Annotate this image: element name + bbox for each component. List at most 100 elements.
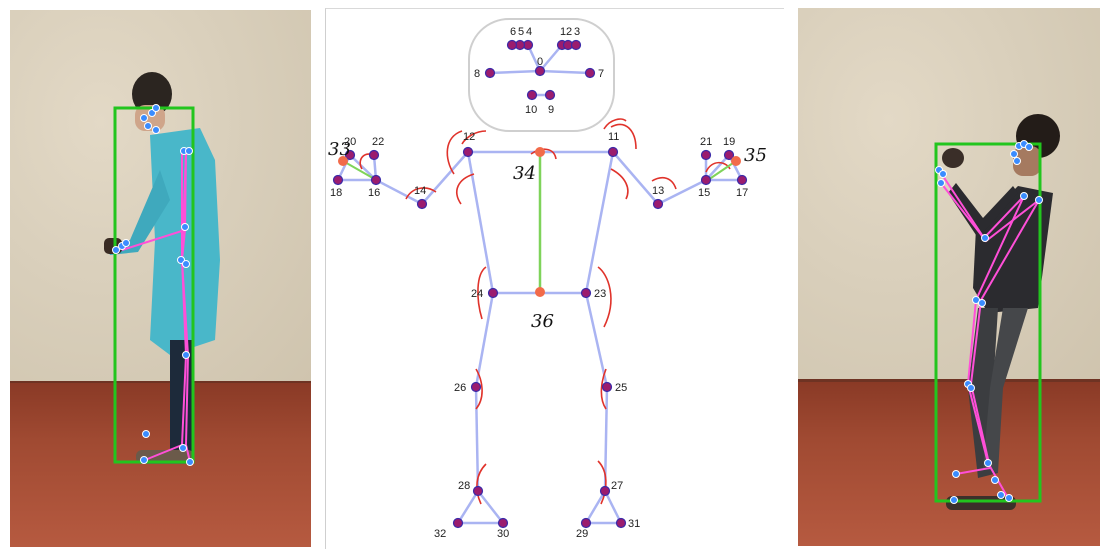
angle-arcs: [359, 118, 731, 505]
label-35: 35: [744, 145, 767, 166]
bone-14-16: [375, 178, 423, 206]
bone-12-14: [421, 151, 469, 205]
keypoint-label-14: 14: [414, 185, 426, 197]
left-person-pose-overlay: [104, 72, 220, 466]
tiled-floor: [798, 381, 1100, 546]
bone-0-8: [489, 69, 541, 75]
keypoint-label-24: 24: [471, 288, 483, 300]
bone-13-15: [657, 178, 707, 206]
joint-19: [723, 149, 735, 161]
keypoint-label-15: 15: [698, 187, 710, 199]
label-36: 36: [531, 311, 554, 332]
added-points: [338, 147, 741, 297]
keypoint-label-1: 1: [560, 26, 566, 38]
joint-12: [462, 146, 474, 158]
label-34: 34: [513, 163, 536, 184]
joint-17: [736, 174, 748, 186]
joint-24: [487, 287, 499, 299]
joint-18: [332, 174, 344, 186]
keypoint-label-22: 22: [372, 136, 384, 148]
joint-26: [470, 381, 482, 393]
joint-29: [580, 517, 592, 529]
keypoint-label-25: 25: [615, 382, 627, 394]
bone-15-19: [705, 154, 730, 181]
joint-10: [526, 89, 538, 101]
bone-11-23: [584, 151, 615, 294]
added-point-labels: 33 34 35 36: [328, 139, 767, 332]
joint-22: [368, 149, 380, 161]
keypoint-label-3: 3: [574, 26, 580, 38]
keypoint-label-12: 12: [463, 131, 475, 143]
bone-27-31: [603, 490, 623, 524]
bone-23-25: [584, 292, 609, 388]
bounding-box: [934, 142, 1042, 503]
joint-0: [534, 65, 546, 77]
joint-31: [615, 517, 627, 529]
keypoint-label-5: 5: [518, 26, 524, 38]
bone-26-28: [474, 386, 480, 492]
joint-9: [544, 89, 556, 101]
keypoint-label-6: 6: [510, 26, 516, 38]
added-point-34: [535, 147, 545, 157]
keypoint-label-28: 28: [458, 480, 470, 492]
keypoint-label-7: 7: [598, 68, 604, 80]
keypoint-label-26: 26: [454, 382, 466, 394]
bone-16-20: [349, 154, 377, 181]
keypoint-label-0: 0: [537, 56, 543, 68]
keypoint-label-20: 20: [344, 136, 356, 148]
keypoint-label-10: 10: [525, 104, 537, 116]
keypoint-label-17: 17: [736, 187, 748, 199]
bone-12-24: [466, 151, 495, 294]
person-figure: [104, 72, 220, 464]
tiled-floor: [10, 383, 311, 547]
person-figure: [942, 114, 1060, 510]
joint-7: [584, 67, 596, 79]
keypoint-label-32: 32: [434, 528, 446, 540]
head-outline: [468, 18, 615, 132]
keypoint-joints: [332, 39, 748, 529]
joint-3: [570, 39, 582, 51]
left-pose-photo: [10, 10, 311, 547]
pose-keypoints: [935, 140, 1043, 504]
keypoint-label-11: 11: [608, 131, 619, 143]
bone-28-32: [456, 490, 480, 524]
keypoint-label-29: 29: [576, 528, 588, 540]
joint-13: [652, 198, 664, 210]
keypoint-label-31: 31: [628, 518, 640, 530]
keypoint-label-18: 18: [330, 187, 342, 199]
joint-27: [599, 485, 611, 497]
keypoint-label-30: 30: [497, 528, 509, 540]
keypoint-label-21: 21: [700, 136, 712, 148]
joint-15: [700, 174, 712, 186]
keypoint-label-9: 9: [548, 104, 554, 116]
joint-16: [370, 174, 382, 186]
joint-21: [700, 149, 712, 161]
joint-28: [472, 485, 484, 497]
keypoint-label-13: 13: [652, 185, 664, 197]
bone-11-13: [612, 151, 659, 205]
keypoint-label-16: 16: [368, 187, 380, 199]
keypoint-label-19: 19: [723, 136, 735, 148]
joint-14: [416, 198, 428, 210]
added-point-35: [731, 156, 741, 166]
keypoint-label-8: 8: [474, 68, 480, 80]
keypoint-label-23: 23: [594, 288, 606, 300]
pose-keypoints: [112, 104, 194, 466]
label-33: 33: [328, 139, 351, 160]
keypoint-label-27: 27: [611, 480, 623, 492]
bone-28-30: [477, 490, 504, 524]
joint-32: [452, 517, 464, 529]
right-person-pose-overlay: [934, 114, 1060, 510]
bone-24-26: [474, 292, 495, 388]
bone-27-29: [584, 490, 607, 524]
joint-20: [344, 149, 356, 161]
right-hand-line: [707, 160, 737, 181]
bone-0-1: [539, 44, 563, 72]
joint-8: [484, 67, 496, 79]
keypoint-label-2: 2: [566, 26, 572, 38]
keypoint-label-4: 4: [526, 26, 532, 38]
added-point-36: [535, 287, 545, 297]
